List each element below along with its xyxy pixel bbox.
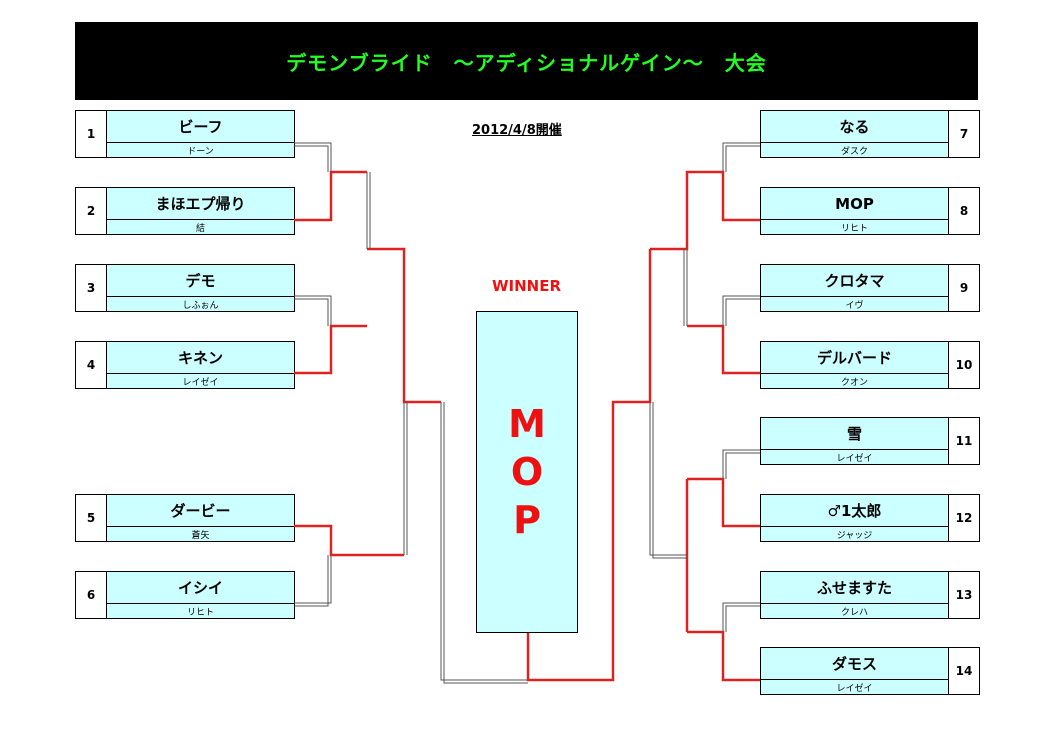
- seed-number: 11: [948, 417, 980, 465]
- winner-letter: O: [510, 450, 544, 494]
- seed-number: 1: [75, 110, 107, 158]
- bracket-entry-2: 2 まほエプ帰り結: [75, 187, 295, 235]
- team-name: まほエプ帰り: [107, 188, 294, 220]
- bracket-line-win: [294, 324, 367, 375]
- bracket-line-win: [687, 324, 760, 375]
- winner-label: WINNER: [491, 277, 562, 295]
- seed-number: 14: [948, 647, 980, 695]
- team-name: ふせますた: [761, 572, 948, 604]
- seed-number: 8: [948, 187, 980, 235]
- bracket-entry-11: 雪レイゼイ 11: [760, 417, 980, 465]
- seed-number: 4: [75, 341, 107, 389]
- bracket-entry-6: 6 イシイリヒト: [75, 571, 295, 619]
- bracket-entry-9: クロタマイヴ 9: [760, 264, 980, 312]
- bracket-line-lose: [294, 142, 332, 172]
- bracket-line-lose: [294, 555, 332, 604]
- seed-number: 9: [948, 264, 980, 312]
- player-name: レイゼイ: [182, 377, 219, 388]
- player-name: リヒト: [186, 607, 214, 618]
- bracket-line-win: [526, 249, 652, 682]
- bracket-line-lose: [725, 298, 760, 326]
- team-name: イシイ: [107, 572, 294, 604]
- tournament-title: デモンブライド ～アディショナルゲイン～ 大会: [286, 50, 767, 75]
- bracket-line-lose: [725, 452, 760, 479]
- player-name: レイゼイ: [836, 683, 873, 694]
- team-name: MOP: [761, 188, 948, 220]
- bracket-line-win: [687, 630, 760, 682]
- bracket-line-lose: [294, 555, 329, 607]
- bracket-line-win: [687, 477, 760, 528]
- title-bar: デモンブライド ～アディショナルゲイン～ 大会: [75, 22, 978, 100]
- bracket-entry-13: ふせますたクレハ 13: [760, 571, 980, 619]
- bracket-entry-12: ♂1太郎ジャッジ 12: [760, 494, 980, 542]
- winner-letter: M: [508, 402, 546, 446]
- player-name: リヒト: [840, 223, 868, 234]
- team-name: ♂1太郎: [761, 495, 948, 527]
- player-name: ダスク: [840, 146, 868, 157]
- bracket-entry-7: なるダスク 7: [760, 110, 980, 158]
- team-name: デモ: [107, 265, 294, 297]
- event-date: 2012/4/8開催: [472, 123, 562, 138]
- bracket-line-lose: [443, 402, 528, 684]
- bracket-line-lose: [294, 298, 329, 326]
- team-name: クロタマ: [761, 265, 948, 297]
- bracket-entry-14: ダモスレイゼイ 14: [760, 647, 980, 695]
- bracket-line-lose: [722, 295, 760, 326]
- player-name: クオン: [840, 377, 868, 388]
- player-name: ジャッジ: [836, 530, 873, 541]
- winner-letter: P: [513, 498, 541, 542]
- player-name: しふぉん: [182, 300, 219, 311]
- bracket-line-lose: [722, 449, 760, 479]
- team-name: デルバード: [761, 342, 948, 374]
- team-name: なる: [761, 111, 948, 143]
- seed-number: 13: [948, 571, 980, 619]
- player-name: イヴ: [845, 300, 864, 311]
- bracket-line-lose: [294, 145, 329, 172]
- bracket-line-lose: [725, 145, 760, 172]
- bracket-line-lose: [722, 602, 760, 632]
- bracket-line-win: [367, 247, 441, 404]
- bracket-line-lose: [725, 605, 760, 632]
- bracket-line-lose: [722, 142, 760, 172]
- bracket-entry-1: 1 ビーフドーン: [75, 110, 295, 158]
- bracket-entry-3: 3 デモしふぉん: [75, 264, 295, 312]
- team-name: 雪: [761, 418, 948, 450]
- seed-number: 10: [948, 341, 980, 389]
- player-name: 結: [195, 223, 205, 234]
- bracket-entry-4: 4 キネンレイゼイ: [75, 341, 295, 389]
- bracket-line-win: [294, 524, 404, 557]
- bracket-line-win: [294, 170, 367, 222]
- bracket-entry-8: MOP リヒト 8: [760, 187, 980, 235]
- player-name: 蒼矢: [191, 530, 210, 541]
- bracket-line-lose: [294, 295, 332, 326]
- player-name: レイゼイ: [836, 453, 873, 464]
- bracket-entry-5: 5 ダービー蒼矢: [75, 494, 295, 542]
- bracket-line-lose: [440, 402, 528, 681]
- team-name: キネン: [107, 342, 294, 374]
- bracket-entry-10: デルバードクオン 10: [760, 341, 980, 389]
- winner-box: M O P: [476, 311, 578, 633]
- team-name: ダモス: [761, 648, 948, 680]
- seed-number: 12: [948, 494, 980, 542]
- player-name: クレハ: [840, 607, 868, 618]
- bracket-line-lose: [652, 402, 687, 559]
- bracket-line-win: [650, 170, 760, 251]
- team-name: ビーフ: [107, 111, 294, 143]
- seed-number: 2: [75, 187, 107, 235]
- bracket-line-lose: [649, 402, 687, 556]
- seed-number: 5: [75, 494, 107, 542]
- team-name: ダービー: [107, 495, 294, 527]
- seed-number: 3: [75, 264, 107, 312]
- player-name: ドーン: [187, 146, 214, 157]
- seed-number: 7: [948, 110, 980, 158]
- seed-number: 6: [75, 571, 107, 619]
